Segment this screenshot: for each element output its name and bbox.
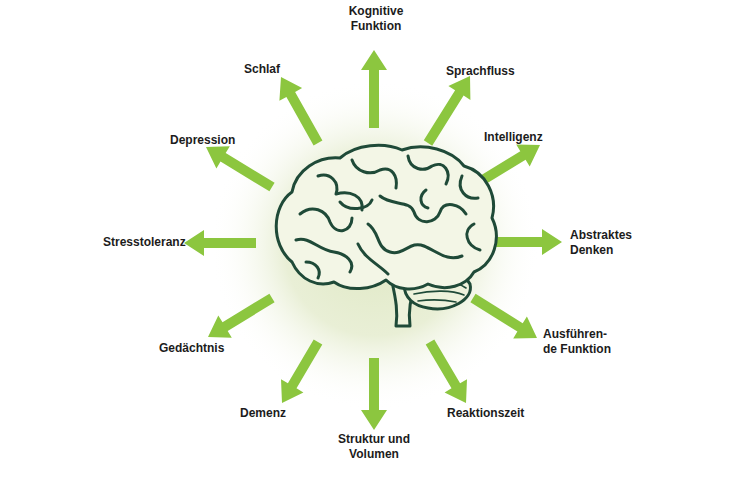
effect-label: Stresstoleranz xyxy=(103,235,186,250)
radial-arrow xyxy=(361,50,387,128)
effect-label: Sprachfluss xyxy=(446,64,515,79)
radial-arrow xyxy=(208,294,275,338)
radial-arrow xyxy=(184,230,256,256)
arrow-group xyxy=(184,50,562,430)
effect-label: Intelligenz xyxy=(484,130,543,145)
radial-arrow xyxy=(281,340,322,404)
radial-arrow xyxy=(494,229,562,255)
radial-arrow xyxy=(206,146,275,191)
effect-label: Depression xyxy=(170,133,235,148)
effect-label: Abstraktes Denken xyxy=(570,228,646,258)
brain xyxy=(276,145,496,326)
radial-arrow xyxy=(426,340,467,404)
effect-label: Ausführen- de Funktion xyxy=(543,327,619,357)
radial-arrow xyxy=(361,358,387,430)
effect-label: Demenz xyxy=(240,406,286,421)
effect-label: Struktur und Volumen xyxy=(328,432,420,462)
effect-label: Kognitive Funktion xyxy=(340,4,412,34)
effect-label: Gedächtnis xyxy=(159,341,224,356)
radial-arrow xyxy=(279,77,322,145)
effect-label: Reaktionszeit xyxy=(447,406,524,421)
radial-arrow xyxy=(470,294,537,339)
effect-label: Schlaf xyxy=(244,62,280,77)
radial-arrow xyxy=(424,76,471,146)
